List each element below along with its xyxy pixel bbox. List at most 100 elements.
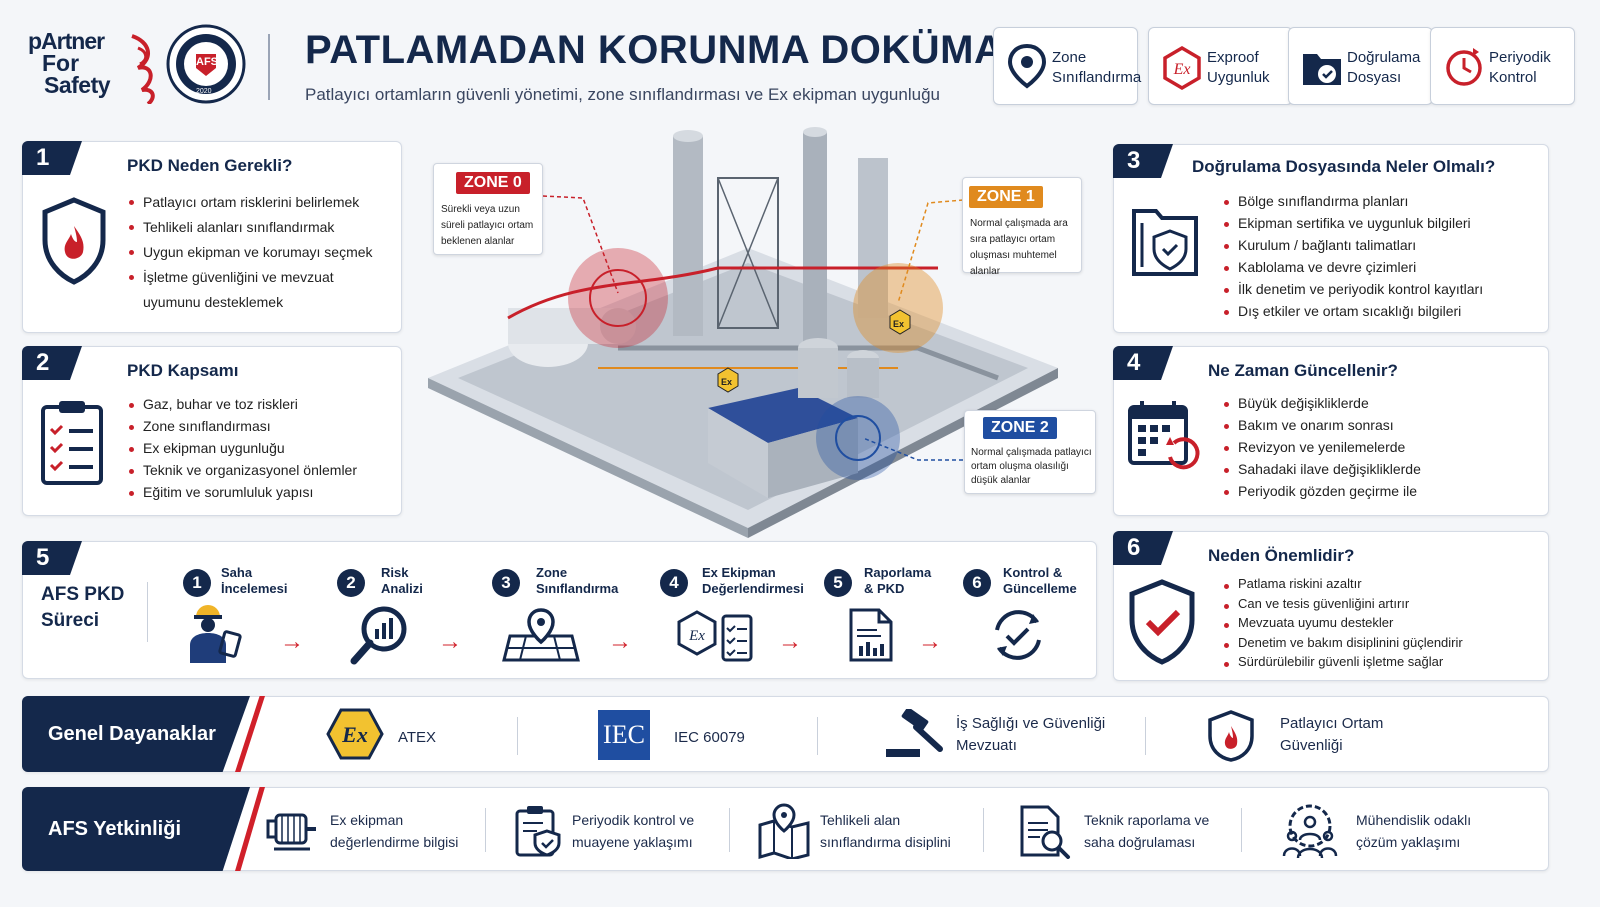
ref-sep [817,717,818,755]
list-item: Ekipman sertifika ve uygunluk bilgileri [1222,212,1542,234]
list-item: Revizyon ve yenilemelerde [1222,436,1542,458]
badge-zone[interactable]: Zone Sınıflandırma [993,27,1141,105]
list-item: Büyük değişikliklerde [1222,392,1542,414]
worker-tablet-icon [190,605,242,663]
document-search-icon [1020,805,1070,859]
clipboard-checklist-icon [41,401,103,485]
step-label: Kontrol & Güncelleme [1003,565,1077,596]
process-title: AFS PKD Süreci [41,584,125,631]
list-item: İşletme güvenliğini ve mevzuat uyumunu d… [127,265,387,315]
badge-exproof[interactable]: Ex Exproof Uygunluk [1148,27,1293,105]
flame-wing-icon [131,34,155,104]
list-item: Sahadaki ilave değişikliklerde [1222,458,1542,480]
zone1-tag: ZONE 1 [969,186,1043,208]
list-item: Tehlikeli alanları sınıflandırmak [127,215,387,240]
list-item: Kablolama ve devre çizimleri [1222,256,1542,278]
list-item: Patlama riskini azaltır [1222,574,1542,594]
list-item: Bakım ve onarım sonrası [1222,414,1542,436]
brand-logo: pArtner For Safety [28,28,158,106]
logo-line-2: For [42,50,80,76]
page-subtitle: Patlayıcı ortamların güvenli yönetimi, z… [305,85,940,104]
badge-periodic-label: Periyodik Kontrol [1489,49,1551,86]
gavel-icon [886,709,943,757]
card-number: 1 [22,141,82,175]
comp-sep [983,808,984,852]
process-arrow: → [438,628,462,655]
step-label: Raporlama & PKD [864,565,932,596]
cycle-check-icon [995,610,1041,660]
step-number: 5 [824,569,852,597]
ex-checklist-icon: Ex [677,610,753,662]
seal-text: AFS [196,56,218,68]
ref-explosive-safety: Patlayıcı Ortam Güvenliği [1280,715,1384,754]
list-item: Ex ekipman uygunluğu [127,437,387,459]
svg-text:Ex: Ex [341,722,368,747]
ref-atex: ATEX [398,729,437,746]
ref-sep [1145,717,1146,755]
comp-periodic: Periyodik kontrol ve muayene yaklaşımı [572,812,695,850]
comp-classification: Tehlikeli alan sınıflandırma disiplini [820,812,951,850]
step-label: Risk Analizi [381,565,423,596]
card-title: Ne Zaman Güncellenir? [1208,361,1398,380]
card-number: 2 [22,346,82,380]
zone2-tag: ZONE 2 [983,417,1057,439]
ex-mark-1: Ex [893,319,905,329]
process-arrow: → [918,628,942,655]
map-pin-icon [758,803,810,859]
step-number: 6 [963,569,991,597]
ex-hexagon-icon: Ex [326,708,384,760]
step-number: 1 [183,569,211,597]
magnifier-chart-icon [350,606,407,665]
comp-reporting: Teknik raporlama ve saha doğrulaması [1084,812,1210,850]
card-scope: 2 PKD Kapsamı Gaz, buhar ve toz riskleri… [22,346,402,516]
page-title: PATLAMADAN KORUNMA DOKÜMANI [305,28,1045,72]
list-item: Eğitim ve sorumluluk yapısı [127,481,387,503]
flame-shield-icon [1208,710,1254,762]
card-number: 4 [1113,346,1173,380]
step-number: 4 [660,569,688,597]
zone0-text: Sürekli veya uzun süreli patlayıcı ortam… [441,204,534,247]
card-number: 5 [22,541,82,575]
competence-label: AFS Yetkinliği [22,787,250,871]
zone0-tag: ZONE 0 [456,172,530,194]
logo-line-1: pArtner [28,28,105,54]
step-label: Saha İncelemesi [221,565,288,596]
badge-verification[interactable]: Doğrulama Dosyası [1288,27,1433,105]
ref-ohs: İş Sağlığı ve Güvenliği Mevzuatı [956,715,1106,754]
calendar-refresh-icon [1128,401,1200,470]
clipboard-shield-icon [515,806,561,857]
team-gear-icon [1282,804,1338,859]
list-item: Zone sınıflandırması [127,415,387,437]
card-title: PKD Kapsamı [127,361,239,380]
card-why-needed: 1 PKD Neden Gerekli? Patlayıcı ortam ris… [22,141,402,333]
svg-text:Ex: Ex [1173,61,1191,78]
seal-year: 2020 [196,88,212,95]
badge-periodic[interactable]: Periyodik Kontrol [1430,27,1575,105]
step-label: Zone Sınıflandırma [536,565,619,596]
folder-check-icon [1303,54,1341,85]
list-item: Dış etkiler ve ortam sıcaklığı bilgileri [1222,300,1542,322]
header-divider [268,34,270,100]
list-item: Kurulum / bağlantı talimatları [1222,234,1542,256]
comp-ex-eval: Ex ekipman değerlendirme bilgisi [330,812,459,850]
folder-shield-icon [1132,209,1198,276]
list-item: Teknik ve organizasyonel önlemler [127,459,387,481]
card-title: Doğrulama Dosyasında Neler Olmalı? [1192,157,1496,176]
motor-icon [266,813,316,851]
ref-sep [517,717,518,755]
logo-line-3: Safety [44,72,111,98]
comp-sep [1241,808,1242,852]
shield-check-icon [1129,579,1195,665]
afs-seal-icon [166,24,246,104]
list-item: Periyodik gözden geçirme ile [1222,480,1542,502]
step-number: 2 [337,569,365,597]
list-item: Uygun ekipman ve korumayı seçmek [127,240,387,265]
ref-iec: IEC 60079 [674,729,745,746]
card-number: 3 [1113,144,1173,178]
flame-shield-icon [42,197,106,285]
comp-sep [729,808,730,852]
list-item: Patlayıcı ortam risklerini belirlemek [127,190,387,215]
references-label: Genel Dayanaklar [22,696,250,772]
ex-hexagon-icon: Ex [1163,45,1201,91]
badge-verification-label: Doğrulama Dosyası [1347,49,1421,86]
